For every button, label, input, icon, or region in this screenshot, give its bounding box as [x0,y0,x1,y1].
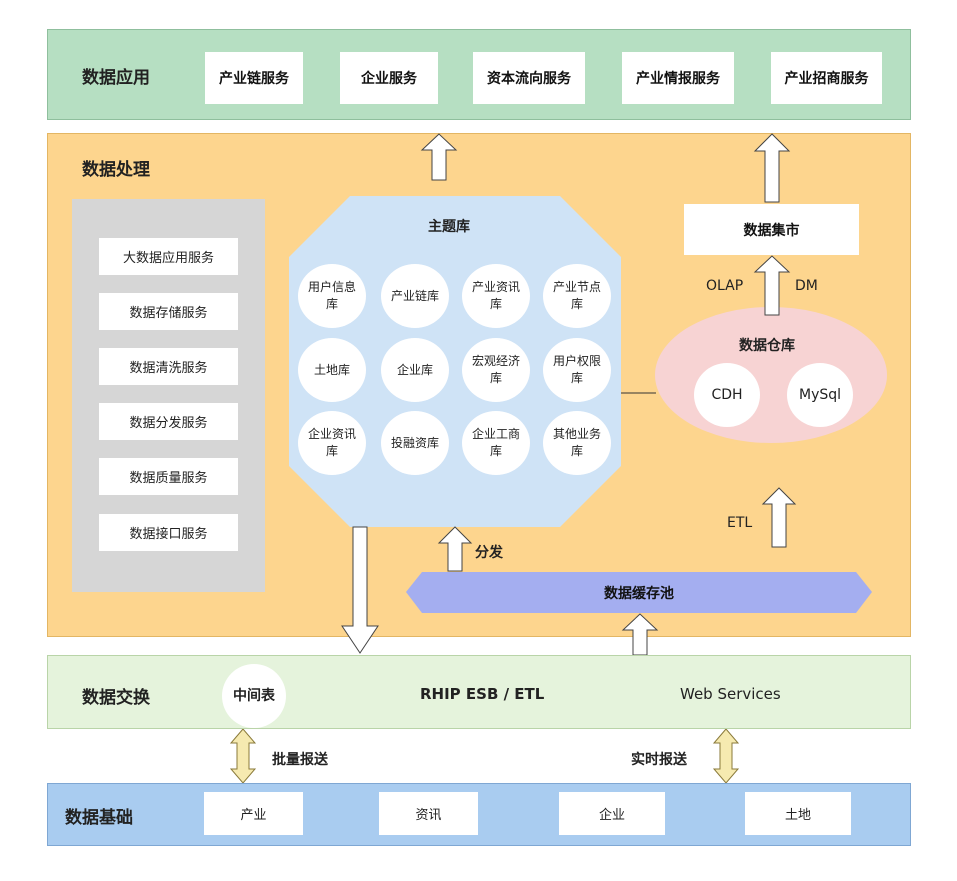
exchange-layer-title: 数据交换 [82,688,150,708]
warehouse-shape [655,307,887,443]
app-service-investment: 产业招商服务 [771,52,882,104]
service-big-data-app: 大数据应用服务 [99,238,238,275]
app-service-industry-intel: 产业情报服务 [622,52,734,104]
base-layer-title: 数据基础 [65,808,133,828]
esb-label: RHIP ESB / ETL [420,685,545,703]
arrow-up-exchange-to-cache [621,613,659,656]
app-service-industry-chain: 产业链服务 [205,52,303,104]
db-user-info: 用户信息库 [298,264,366,328]
arrow-up-distribute [437,526,473,572]
service-data-quality: 数据质量服务 [99,458,238,495]
service-data-cleaning: 数据清洗服务 [99,348,238,385]
processing-layer-title: 数据处理 [82,160,150,180]
app-service-enterprise: 企业服务 [340,52,438,104]
web-services-label: Web Services [680,685,781,703]
arrow-realtime-transfer [712,728,740,784]
topic-db-shape [289,196,621,527]
arrow-down-to-exchange [341,526,379,654]
olap-label: OLAP [706,278,744,294]
arrow-up-to-app-left [420,133,458,181]
realtime-transfer-label: 实时报送 [631,752,687,768]
db-enterprise: 企业库 [381,338,449,402]
db-industry-node: 产业节点库 [543,264,611,328]
service-data-interface: 数据接口服务 [99,514,238,551]
db-land: 土地库 [298,338,366,402]
db-industry-chain: 产业链库 [381,264,449,328]
dm-label: DM [795,278,818,294]
db-macro-economy: 宏观经济库 [462,338,530,402]
warehouse-title: 数据仓库 [739,338,795,354]
service-data-distribution: 数据分发服务 [99,403,238,440]
app-service-capital-flow: 资本流向服务 [473,52,585,104]
db-investment-financing: 投融资库 [381,411,449,475]
db-enterprise-business: 企业工商库 [462,411,530,475]
arrow-up-etl [761,487,797,548]
db-enterprise-news: 企业资讯库 [298,411,366,475]
app-layer-title: 数据应用 [82,68,150,88]
service-data-storage: 数据存储服务 [99,293,238,330]
base-industry: 产业 [204,792,303,835]
cache-pool-shape [406,572,872,613]
warehouse-mysql: MySql [787,363,853,427]
base-land: 土地 [745,792,851,835]
distribute-label: 分发 [475,545,503,561]
cache-pool: 数据缓存池 [604,585,674,602]
middle-table: 中间表 [222,664,286,728]
etl-label: ETL [727,515,753,531]
batch-transfer-label: 批量报送 [272,752,328,768]
arrow-up-to-app-right [753,133,791,203]
arrow-up-warehouse-to-mart [753,255,791,316]
topic-db-title: 主题库 [428,219,470,235]
db-user-permission: 用户权限库 [543,338,611,402]
base-enterprise: 企业 [559,792,665,835]
arrow-batch-transfer [229,728,257,784]
db-industry-news: 产业资讯库 [462,264,530,328]
exchange-layer [47,655,911,729]
warehouse-cdh: CDH [694,363,760,427]
data-mart: 数据集市 [684,204,859,255]
base-news: 资讯 [379,792,478,835]
db-other-business: 其他业务库 [543,411,611,475]
